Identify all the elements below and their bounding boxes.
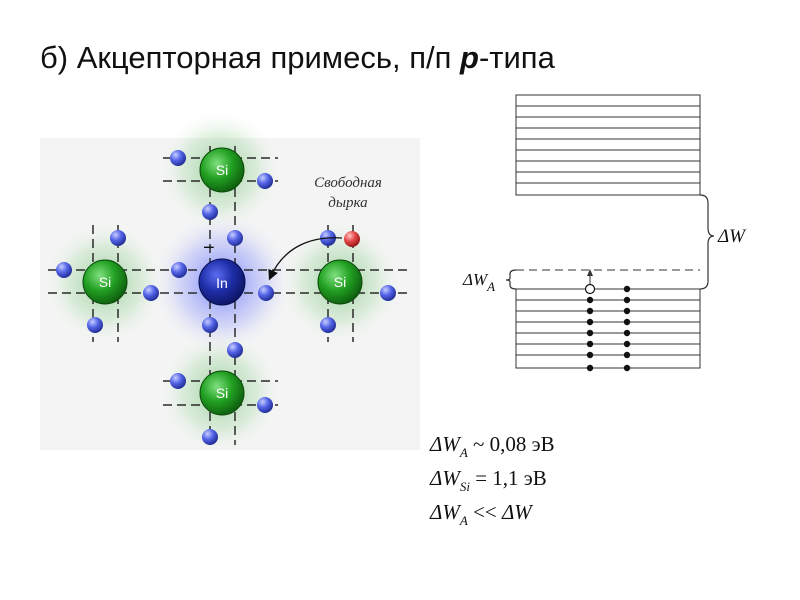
formula-delta-wa: ΔWA ~ 0,08 эВ: [430, 432, 555, 460]
si-atom-bottom: [199, 370, 245, 416]
conduction-band: [515, 94, 701, 196]
valence-electrons-dots: [586, 285, 631, 372]
si-label-bottom: Si: [216, 385, 228, 401]
electron: [227, 230, 243, 246]
electron: [202, 429, 218, 445]
si-label-left: Si: [99, 274, 111, 290]
hole-caption-line2: дырка: [328, 195, 367, 211]
electron: [257, 397, 273, 413]
si-atom-left: [82, 259, 128, 305]
band-diagram: [505, 94, 715, 372]
delta-w-label: ΔW: [718, 226, 745, 247]
free-hole: [344, 231, 360, 247]
electron: [87, 317, 103, 333]
in-label: In: [216, 275, 228, 291]
electron: [380, 285, 396, 301]
electron: [56, 262, 72, 278]
si-label-top: Si: [216, 162, 228, 178]
title-type-letter: p: [460, 40, 479, 75]
formula-comparison: ΔWA << ΔW: [430, 500, 532, 528]
electron: [110, 230, 126, 246]
valence-band-levels: [516, 299, 700, 356]
negative-charge-sign: −: [203, 237, 215, 259]
valence-electrons: [56, 150, 396, 445]
electron-captured: [258, 285, 274, 301]
electron: [257, 173, 273, 189]
delta-wa-brace: [505, 269, 517, 290]
page-title: б) Акцепторная примесь, п/п p-типа: [40, 40, 555, 76]
conduction-band-levels: [516, 105, 700, 184]
si-atom-top: [199, 147, 245, 193]
electron: [202, 317, 218, 333]
hole-caption-line1: Свободная: [314, 175, 382, 191]
crystal-lattice: Si Si Si Si In − Свободная дырка: [40, 108, 420, 455]
electron: [320, 317, 336, 333]
electron: [171, 262, 187, 278]
si-label-right: Si: [334, 274, 346, 290]
band-hole: [584, 283, 596, 295]
electron: [202, 204, 218, 220]
formula-delta-wsi: ΔWSi = 1,1 эВ: [430, 466, 547, 494]
hole-arrow: [268, 237, 343, 281]
electron: [143, 285, 159, 301]
valence-band: [515, 288, 701, 369]
electron: [227, 342, 243, 358]
delta-wa-label: ΔWA: [463, 270, 496, 294]
title-prefix: б) Акцепторная примесь, п/п: [40, 40, 461, 75]
in-atom: [198, 258, 246, 306]
si-atom-right: [317, 259, 363, 305]
delta-w-brace: [699, 194, 715, 290]
electron: [170, 150, 186, 166]
electron: [170, 373, 186, 389]
title-suffix: -типа: [478, 40, 555, 75]
